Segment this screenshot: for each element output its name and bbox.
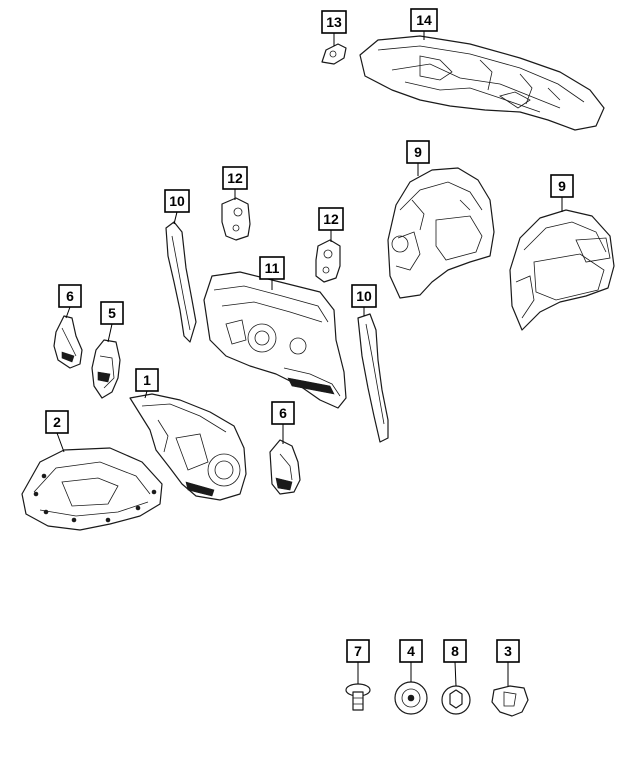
svg-text:9: 9 [558,178,566,194]
svg-text:14: 14 [416,12,432,28]
callout-9-right: 9 [550,174,574,198]
part-1-dash-insulator [129,393,247,501]
part-2-underhood-pad [21,447,163,531]
callout-5: 5 [100,301,124,325]
svg-text:10: 10 [356,288,372,304]
callout-12-lower: 12 [318,207,344,231]
callout-2: 2 [45,410,69,434]
svg-text:8: 8 [451,643,459,659]
svg-text:6: 6 [66,288,74,304]
svg-text:12: 12 [227,170,243,186]
callout-4: 4 [399,639,423,663]
svg-text:12: 12 [323,211,339,227]
callout-10-left: 10 [164,189,190,213]
callout-8: 8 [443,639,467,663]
svg-text:13: 13 [326,14,342,30]
part-6-pad-lower [269,439,301,495]
callout-3: 3 [496,639,520,663]
svg-text:9: 9 [414,144,422,160]
svg-text:3: 3 [504,643,512,659]
leader-lines [56,31,563,687]
svg-text:2: 2 [53,414,61,430]
part-10-strip-left [165,221,197,343]
callout-7: 7 [346,639,370,663]
callout-1: 1 [135,368,159,392]
part-12-plate-lower [315,239,341,283]
svg-text:1: 1 [143,372,151,388]
callout-6-lower: 6 [271,401,295,425]
part-9-wheelhouse-silencer-left [387,167,495,299]
part-7-push-pin [345,683,371,711]
part-12-plate-upper [221,197,251,241]
part-4-retainer [394,681,428,715]
svg-text:5: 5 [108,305,116,321]
part-13-bracket [321,43,347,65]
callout-12-upper: 12 [222,166,248,190]
svg-text:4: 4 [407,643,415,659]
svg-text:6: 6 [279,405,287,421]
svg-text:11: 11 [265,260,280,276]
callout-14: 14 [410,8,438,32]
svg-text:10: 10 [169,193,185,209]
svg-text:7: 7 [354,643,362,659]
callout-6-upper: 6 [58,284,82,308]
part-10-strip-right [357,313,389,443]
callout-10-right: 10 [351,284,377,308]
callout-9-left: 9 [406,140,430,164]
part-6-pad-upper [53,315,83,369]
part-5-pad [91,339,121,399]
part-9-wheelhouse-silencer-right [509,209,615,331]
callout-11: 11 [259,256,285,280]
part-14-hood-silencer [359,35,605,131]
callout-13: 13 [321,10,347,34]
part-3-clip [491,685,529,717]
part-11-dash-silencer [203,271,347,409]
part-8-nut-washer [441,685,471,715]
